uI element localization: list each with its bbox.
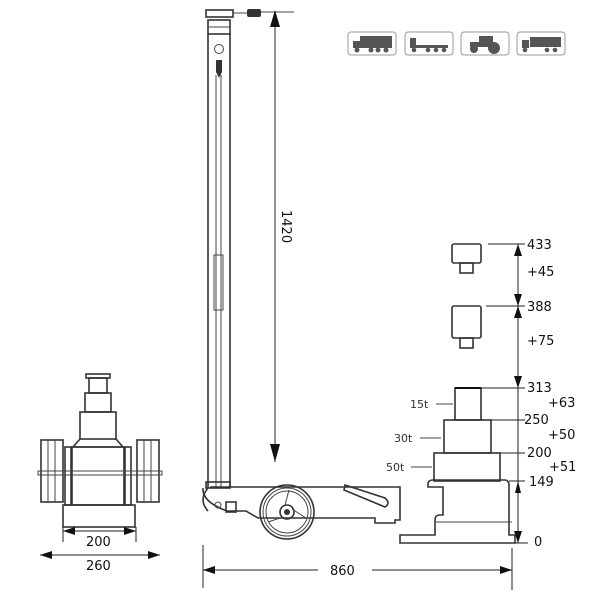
capacity-50t: 50t [386,461,405,474]
height-433: 433 [527,238,552,253]
increment-45: +45 [527,265,554,280]
lorry-icon [516,31,566,56]
handle-height-dimension [270,10,280,462]
handle [205,9,294,489]
height-dimension-scale [481,243,528,544]
wheel [259,484,315,540]
chassis [202,483,401,540]
length-dimension [202,545,513,590]
increment-63: +63 [548,396,575,411]
increment-51: +51 [549,460,576,475]
vehicle-icons [347,31,566,56]
ram-stage-15t [454,387,482,421]
height-200: 200 [527,446,552,461]
capacity-30t: 30t [394,432,413,445]
front-view [37,373,163,528]
truck-icon [347,31,397,56]
air-valve-icon [247,9,261,17]
tractor-icon [460,31,510,56]
height-388: 388 [527,300,552,315]
height-250: 250 [524,413,549,428]
height-149: 149 [529,475,554,490]
ram-stages [433,387,501,482]
increment-50: +50 [548,428,575,443]
extension-433 [451,243,482,274]
ram-stage-30t [443,419,492,454]
outer-width-label: 260 [86,559,111,574]
inner-width-label: 200 [86,535,111,550]
height-0: 0 [534,535,542,550]
height-313: 313 [527,381,552,396]
extension-388 [451,305,482,349]
flatbed-trailer-icon [404,31,454,56]
length-label: 860 [330,564,355,579]
ram-stage-50t [433,452,501,482]
front-width-dimensions [40,527,160,559]
increment-75: +75 [527,334,554,349]
handle-height-label: 1420 [278,210,293,243]
capacity-15t: 15t [410,398,429,411]
cylinder-body [399,479,516,544]
